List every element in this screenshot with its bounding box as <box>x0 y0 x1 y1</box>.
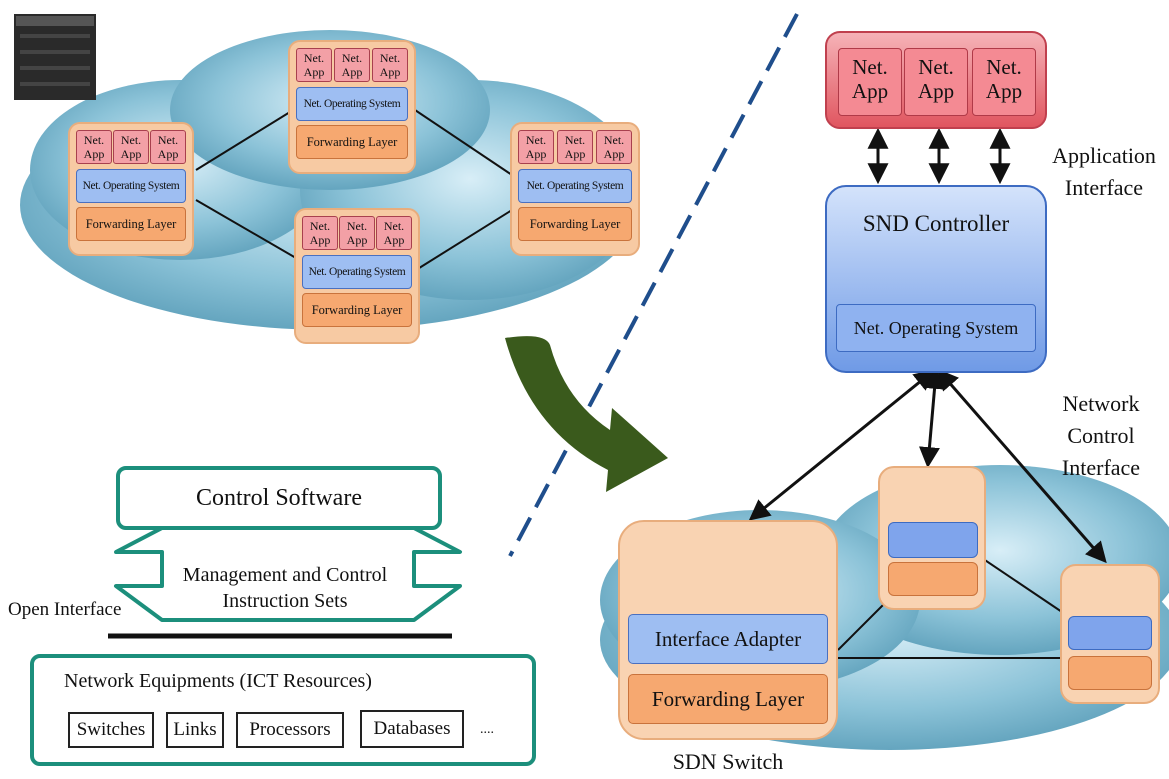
net-app-box: Net.App <box>113 130 149 164</box>
control-software-label: Control Software <box>196 484 362 511</box>
net-app-box: Net.App <box>76 130 112 164</box>
network-control-arrows <box>748 367 1107 564</box>
net-app-box: Net.App <box>302 216 338 250</box>
forwarding-layer-box: Forwarding Layer <box>296 125 408 159</box>
net-app-box: Net.App <box>376 216 412 250</box>
net-operating-system-box: Net. Operating System <box>76 169 186 203</box>
network-equipments-label: Network Equipments (ICT Resources) <box>64 670 372 692</box>
router-device-image <box>14 14 96 100</box>
legacy-node-bottom: Net.App Net.App Net.App Net. Operating S… <box>294 208 420 344</box>
sdn-switch-large: Interface Adapter Forwarding Layer <box>618 520 838 740</box>
forwarding-layer-box: Forwarding Layer <box>76 207 186 241</box>
legacy-node-top: Net.App Net.App Net.App Net. Operating S… <box>288 40 416 174</box>
net-operating-system-box: Net. Operating System <box>296 87 408 121</box>
interface-adapter-box <box>1068 616 1152 650</box>
open-interface-label: Open Interface <box>8 599 122 620</box>
network-equipments-box: Network Equipments (ICT Resources) Switc… <box>30 654 536 766</box>
net-app-box: Net.App <box>518 130 554 164</box>
processors-box: Processors <box>236 712 344 748</box>
controller-nos-box: Net. Operating System <box>836 304 1036 352</box>
net-app-box: Net.App <box>557 130 593 164</box>
net-operating-system-box: Net. Operating System <box>302 255 412 289</box>
forwarding-layer-box: Forwarding Layer <box>302 293 412 327</box>
net-app-box: Net.App <box>150 130 186 164</box>
net-app-box: Net.App <box>334 48 370 82</box>
forwarding-layer-box: Forwarding Layer <box>518 207 632 241</box>
legacy-node-right: Net.App Net.App Net.App Net. Operating S… <box>510 122 640 256</box>
sdn-net-app-1: Net.App <box>838 48 902 116</box>
sdn-switch-small-2 <box>1060 564 1160 704</box>
management-interface-arrow <box>108 526 462 639</box>
sdn-switch-small-1 <box>878 466 986 610</box>
interface-adapter-box <box>888 522 978 558</box>
sdn-net-app-2: Net.App <box>904 48 968 116</box>
divider-line <box>508 13 799 557</box>
forwarding-layer-box <box>1068 656 1152 690</box>
net-app-box: Net.App <box>296 48 332 82</box>
sdn-switch-label: SDN Switch <box>672 749 784 774</box>
sdn-net-app-3: Net.App <box>972 48 1036 116</box>
forwarding-layer-box: Forwarding Layer <box>628 674 828 724</box>
switches-box: Switches <box>68 712 154 748</box>
net-operating-system-box: Net. Operating System <box>518 169 632 203</box>
net-app-box: Net.App <box>339 216 375 250</box>
transition-arrow <box>505 336 668 492</box>
databases-box: Databases <box>360 710 464 748</box>
legacy-links <box>195 107 513 271</box>
forwarding-layer-box <box>888 562 978 596</box>
interface-adapter-box: Interface Adapter <box>628 614 828 664</box>
legacy-node-left: Net.App Net.App Net.App Net. Operating S… <box>68 122 194 256</box>
application-interface-arrows <box>867 127 1011 185</box>
links-box: Links <box>166 712 224 748</box>
net-app-box: Net.App <box>372 48 408 82</box>
control-software-box: Control Software <box>116 466 442 530</box>
net-app-box: Net.App <box>596 130 632 164</box>
ellipsis-label: .... <box>480 722 494 737</box>
sdn-controller-title: SND Controller <box>862 211 1010 236</box>
